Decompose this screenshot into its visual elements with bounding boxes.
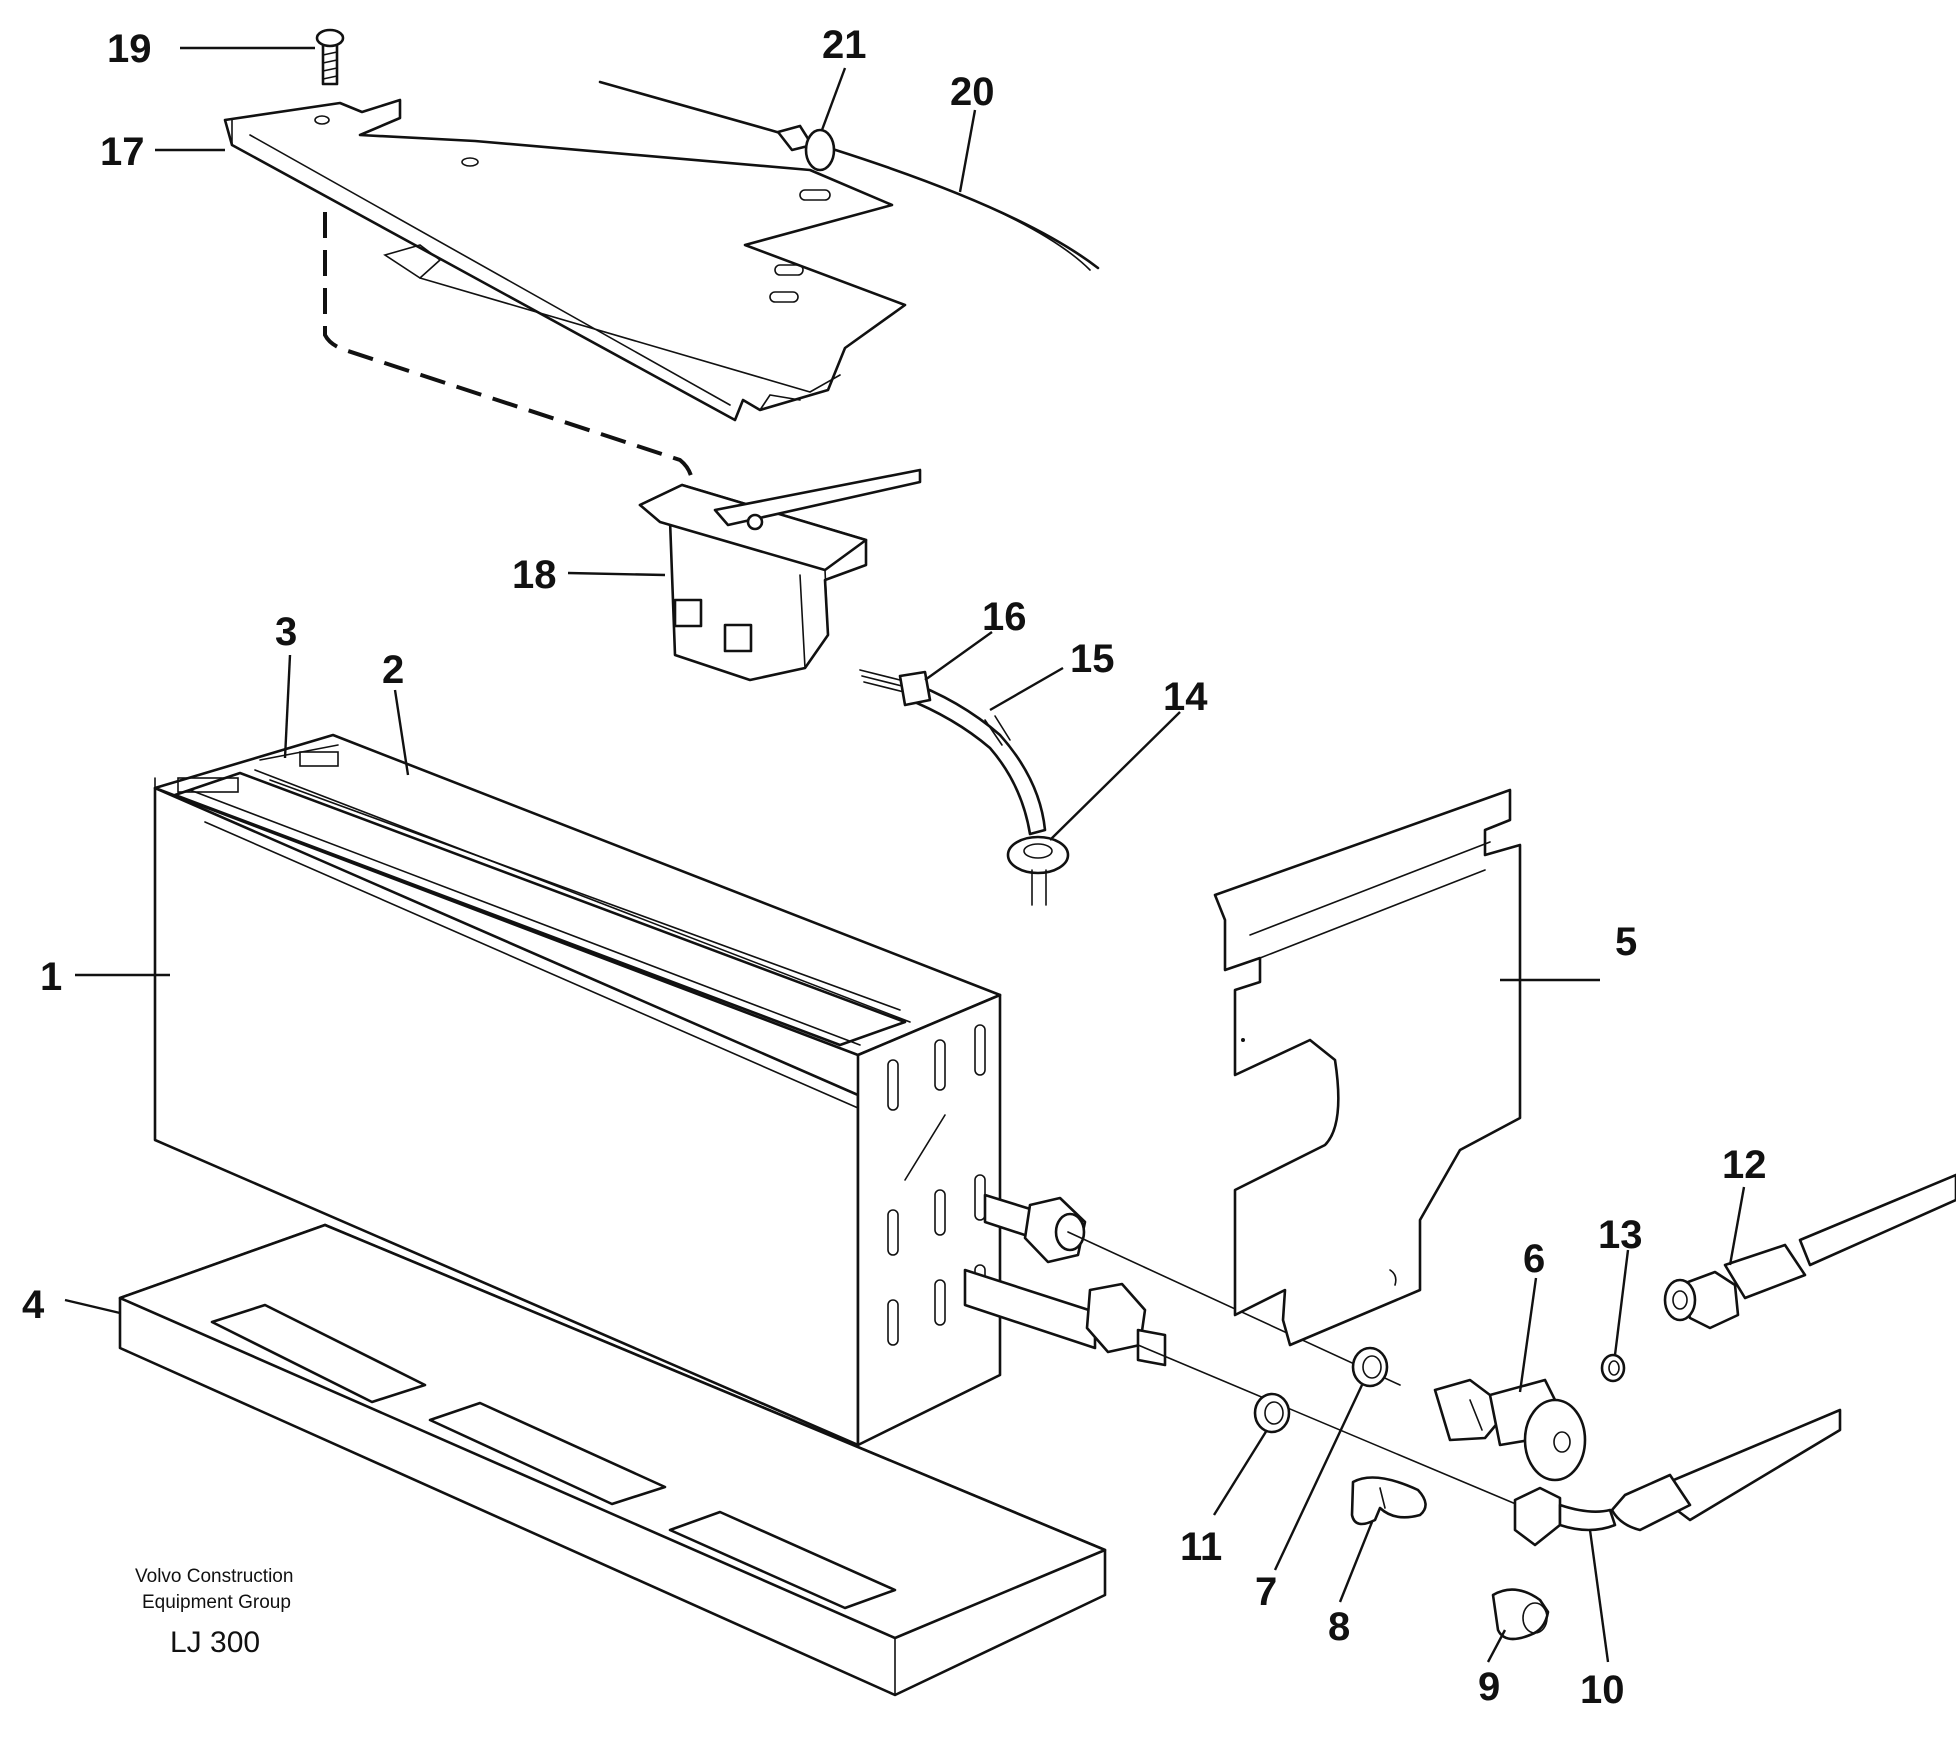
callout-1: 1 [40,955,62,999]
cable-with-clip [598,80,1100,271]
callout-10: 10 [1580,1668,1625,1712]
leader-3 [283,654,292,759]
leader-21 [820,67,847,131]
callout-14: 14 [1163,675,1208,719]
sealing-ring-11 [1253,1392,1291,1434]
credit-line-2: Equipment Group [142,1592,291,1613]
thermostat [638,468,922,682]
leader-12 [1728,1186,1746,1266]
hose-clamp-9 [1491,1588,1550,1641]
hose-12 [1663,1173,1956,1330]
publisher-credit: Volvo Construction Equipment Group LJ 30… [135,1566,293,1659]
callout-6: 6 [1523,1237,1545,1281]
hose-10 [1513,1408,1842,1547]
callout-18: 18 [512,553,557,597]
callout-16: 16 [982,595,1027,639]
callout-3: 3 [275,610,297,654]
leader-13 [1613,1249,1630,1356]
leader-7 [1273,1384,1364,1571]
base-pad [118,1223,1107,1697]
callout-9: 9 [1478,1665,1500,1709]
callout-15: 15 [1070,637,1115,681]
callout-2: 2 [382,648,404,692]
heater-body [153,733,1002,1447]
callout-numbers: 19 21 20 17 18 16 15 14 3 2 1 5 4 12 6 1… [22,23,1767,1712]
leader-8 [1338,1521,1374,1603]
leader-4 [64,1298,121,1315]
leader-14 [1049,711,1181,841]
callout-17: 17 [100,130,145,174]
callout-5: 5 [1615,920,1637,964]
callout-11: 11 [1180,1525,1222,1569]
mounting-bracket [223,98,907,422]
callout-7: 7 [1255,1570,1277,1614]
callout-8: 8 [1328,1605,1350,1649]
dashed-connector-line [323,212,694,481]
diagram-code: LJ 300 [170,1626,260,1659]
leader-15 [989,666,1064,712]
hose-clamp-8 [1350,1476,1427,1526]
callout-12: 12 [1722,1143,1767,1187]
callout-4: 4 [22,1283,45,1327]
callout-20: 20 [950,70,995,114]
leader-6 [1518,1277,1538,1393]
callout-19: 19 [107,27,152,71]
leader-16 [924,631,993,681]
side-cover [1213,788,1522,1347]
leader-18 [567,571,666,577]
heater-pipe-connectors [963,1193,1531,1511]
leader-2 [393,689,410,776]
leader-11 [1212,1429,1269,1516]
leader-9 [1486,1629,1507,1663]
leader-lines [64,46,1746,1663]
screw [315,28,345,86]
leader-10 [1588,1529,1610,1663]
sealing-ring-7 [1351,1346,1389,1388]
capillary-tube-assembly [859,669,1070,906]
credit-line-1: Volvo Construction [135,1566,293,1587]
sealing-ring-13 [1600,1353,1626,1383]
callout-21: 21 [822,23,867,67]
leader-20 [958,109,977,193]
callout-13: 13 [1598,1213,1643,1257]
valve-fitting [1433,1378,1587,1482]
